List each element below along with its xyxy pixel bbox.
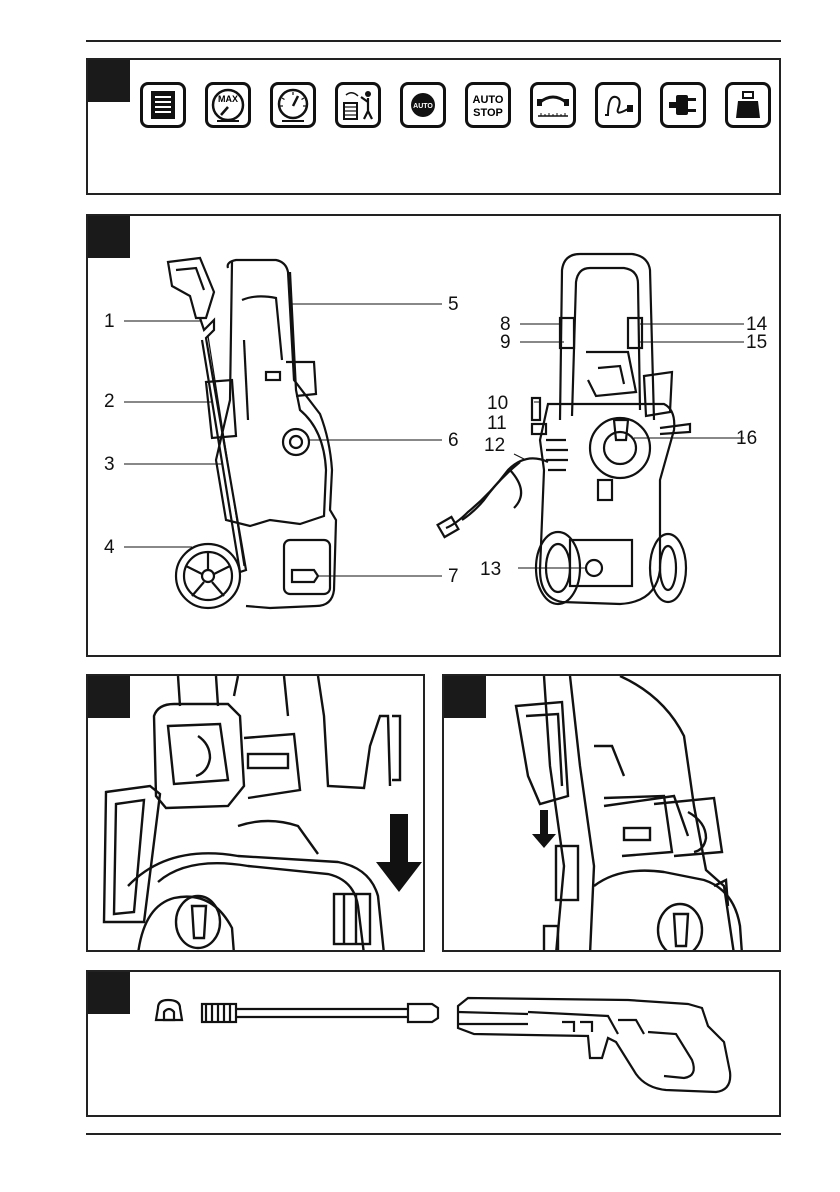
hose-length-icon [530, 82, 576, 128]
panel-tag [88, 60, 130, 102]
callout-13: 13 [480, 560, 501, 579]
callout-4: 4 [104, 538, 115, 557]
product-overview-panel [86, 214, 781, 657]
auto-label: AUTO [413, 103, 433, 110]
callout-5: 5 [448, 295, 459, 314]
auto-button-icon: AUTO [400, 82, 446, 128]
assembly-panel-left [86, 674, 425, 952]
panel-tag [88, 972, 130, 1014]
auto-stop-line1: AUTO [473, 94, 504, 106]
bottom-rule [86, 1133, 781, 1135]
callout-7: 7 [448, 567, 459, 586]
callout-16: 16 [736, 429, 757, 448]
accessories-illustration [88, 972, 781, 1117]
weight-icon [725, 82, 771, 128]
panel-tag [88, 216, 130, 258]
flow-rate-icon [335, 82, 381, 128]
lance-holder-illustration [444, 676, 781, 952]
accessories-panel [86, 970, 781, 1117]
auto-stop-line2: STOP [473, 107, 503, 119]
power-plug-icon [660, 82, 706, 128]
callout-15: 15 [746, 333, 767, 352]
callout-11: 11 [487, 414, 507, 433]
callout-12: 12 [484, 436, 505, 455]
callout-6: 6 [448, 431, 459, 450]
max-pressure-gauge-icon: MAX [205, 82, 251, 128]
power-cable-icon [595, 82, 641, 128]
callout-9: 9 [500, 333, 511, 352]
top-rule [86, 40, 781, 42]
panel-tag [444, 676, 486, 718]
callout-10: 10 [487, 394, 508, 413]
manual-book-icon [140, 82, 186, 128]
callout-1: 1 [104, 312, 115, 331]
panel-tag [88, 676, 130, 718]
holder-attach-illustration [88, 676, 425, 952]
callout-3: 3 [104, 455, 115, 474]
pressure-gauge-icon [270, 82, 316, 128]
assembly-panel-right [442, 674, 781, 952]
callout-2: 2 [104, 392, 115, 411]
max-label: MAX [218, 94, 238, 104]
lance-tube [236, 1009, 408, 1017]
